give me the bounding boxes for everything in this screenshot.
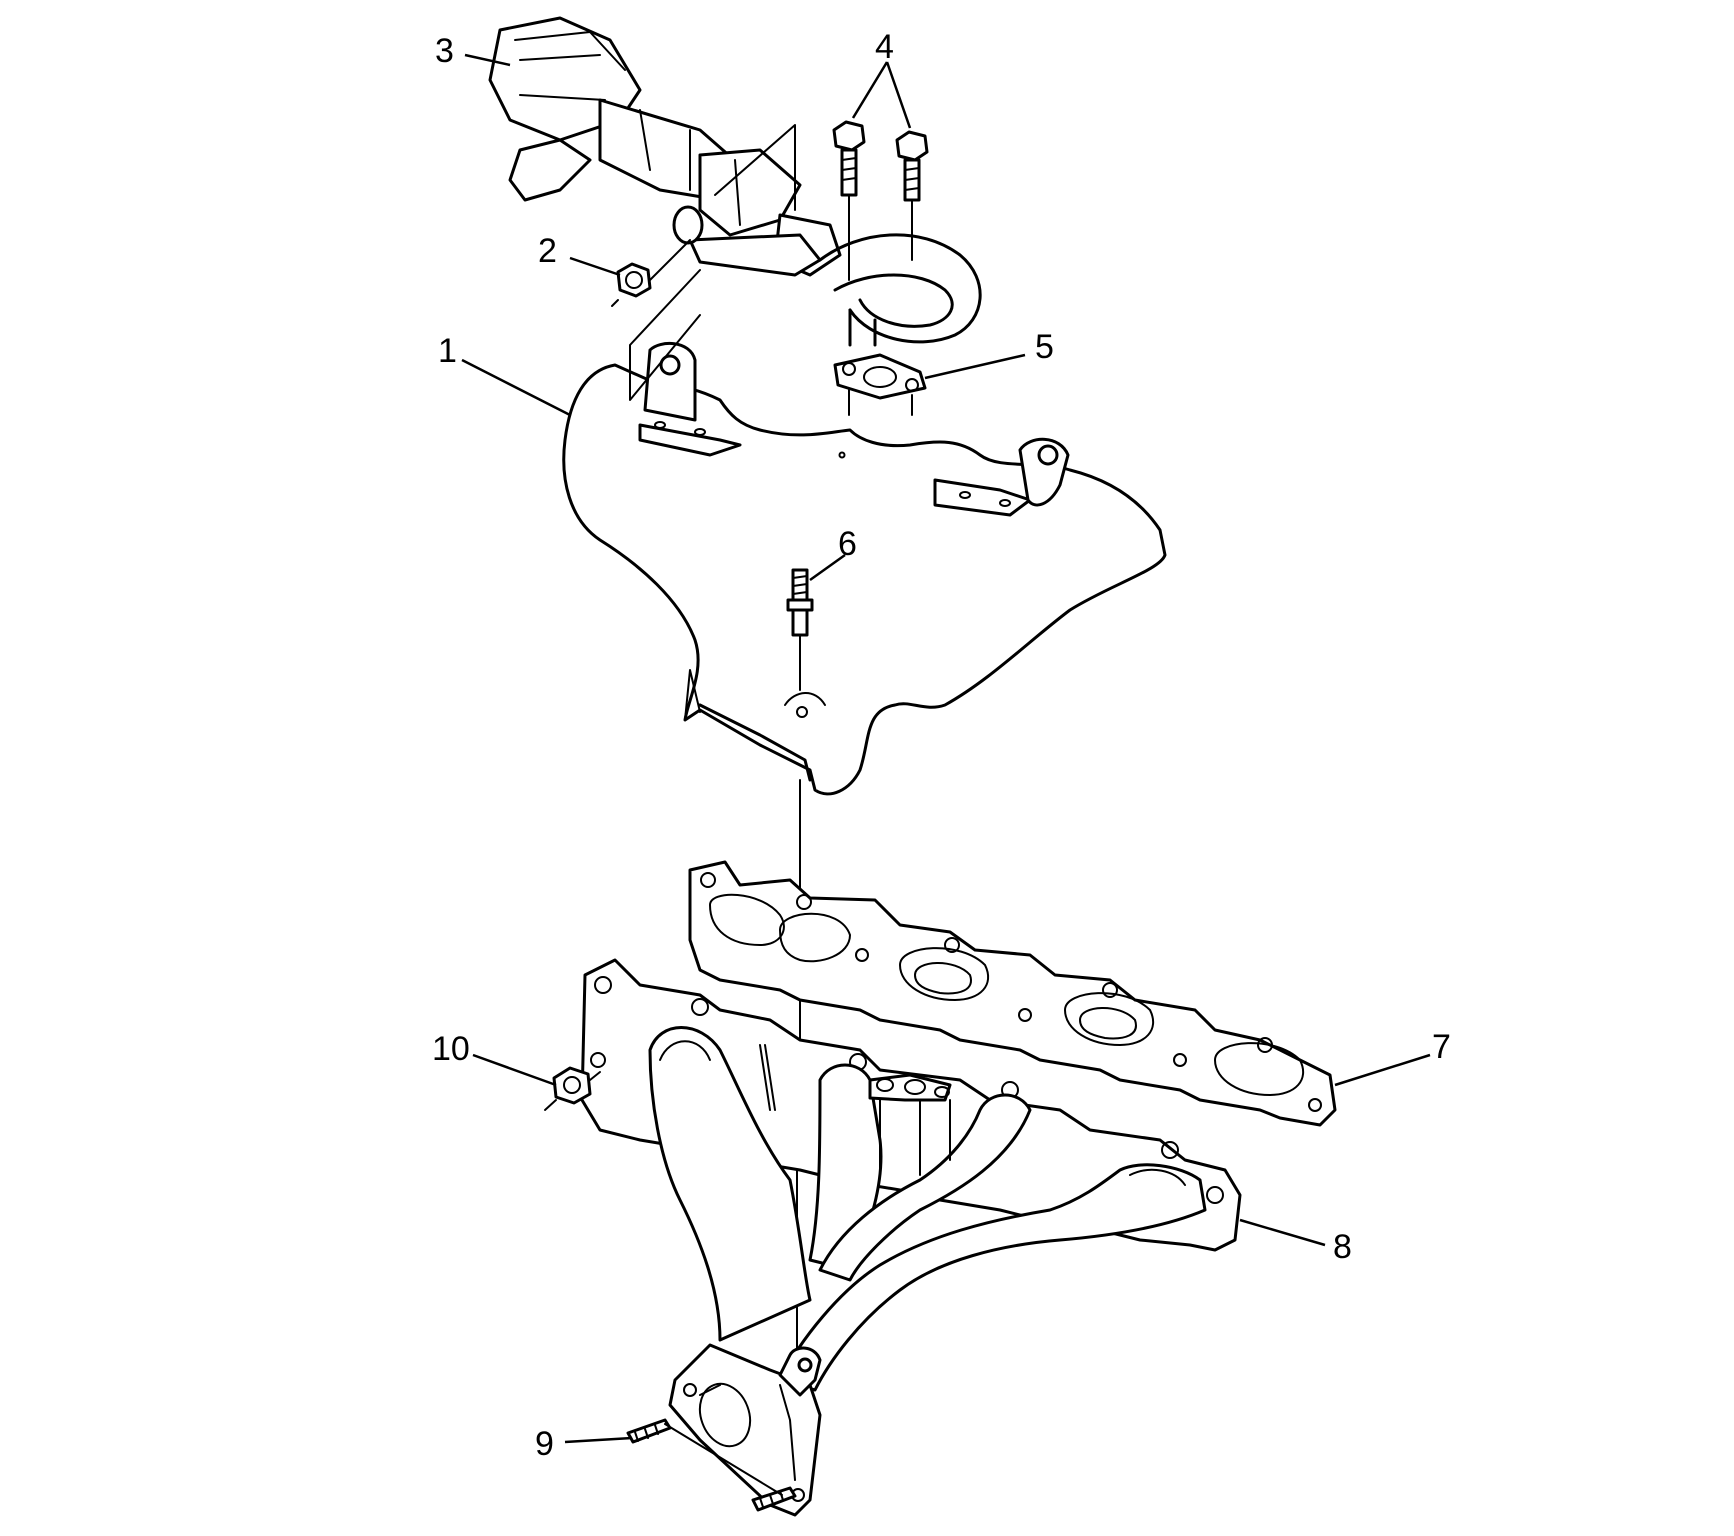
heat-shield — [562, 269, 1167, 796]
leader-1 — [461, 358, 571, 417]
outlet-studs — [626, 1384, 797, 1512]
callout-6: 6 — [838, 525, 857, 563]
leader-4 — [851, 61, 912, 129]
bolt-left — [832, 120, 866, 281]
callout-4: 4 — [875, 28, 894, 66]
callout-9: 9 — [535, 1425, 554, 1463]
nut — [611, 239, 691, 307]
callout-2: 2 — [538, 232, 557, 270]
leader-2 — [569, 256, 621, 277]
bolt-right — [895, 130, 929, 261]
manifold-nut — [544, 1066, 601, 1111]
exhaust-manifold — [580, 958, 1242, 1517]
pipe-gasket — [833, 353, 927, 400]
callout-1: 1 — [438, 332, 457, 370]
stud — [786, 568, 814, 691]
air-injection-pipe — [818, 233, 982, 347]
leader-7 — [1334, 1053, 1431, 1087]
callout-10: 10 — [432, 1030, 470, 1068]
leader-3 — [464, 53, 511, 67]
leader-8 — [1239, 1218, 1326, 1247]
callout-7: 7 — [1432, 1028, 1451, 1066]
leader-5 — [924, 353, 1026, 380]
leader-6 — [809, 553, 846, 582]
air-check-valve-assembly — [488, 16, 842, 277]
callout-3: 3 — [435, 32, 454, 70]
callout-5: 5 — [1035, 328, 1054, 366]
reference-plane-line — [714, 124, 796, 211]
callout-8: 8 — [1333, 1228, 1352, 1266]
manifold-gasket — [688, 860, 1337, 1127]
leader-9 — [564, 1436, 633, 1444]
leader-10 — [472, 1053, 557, 1087]
